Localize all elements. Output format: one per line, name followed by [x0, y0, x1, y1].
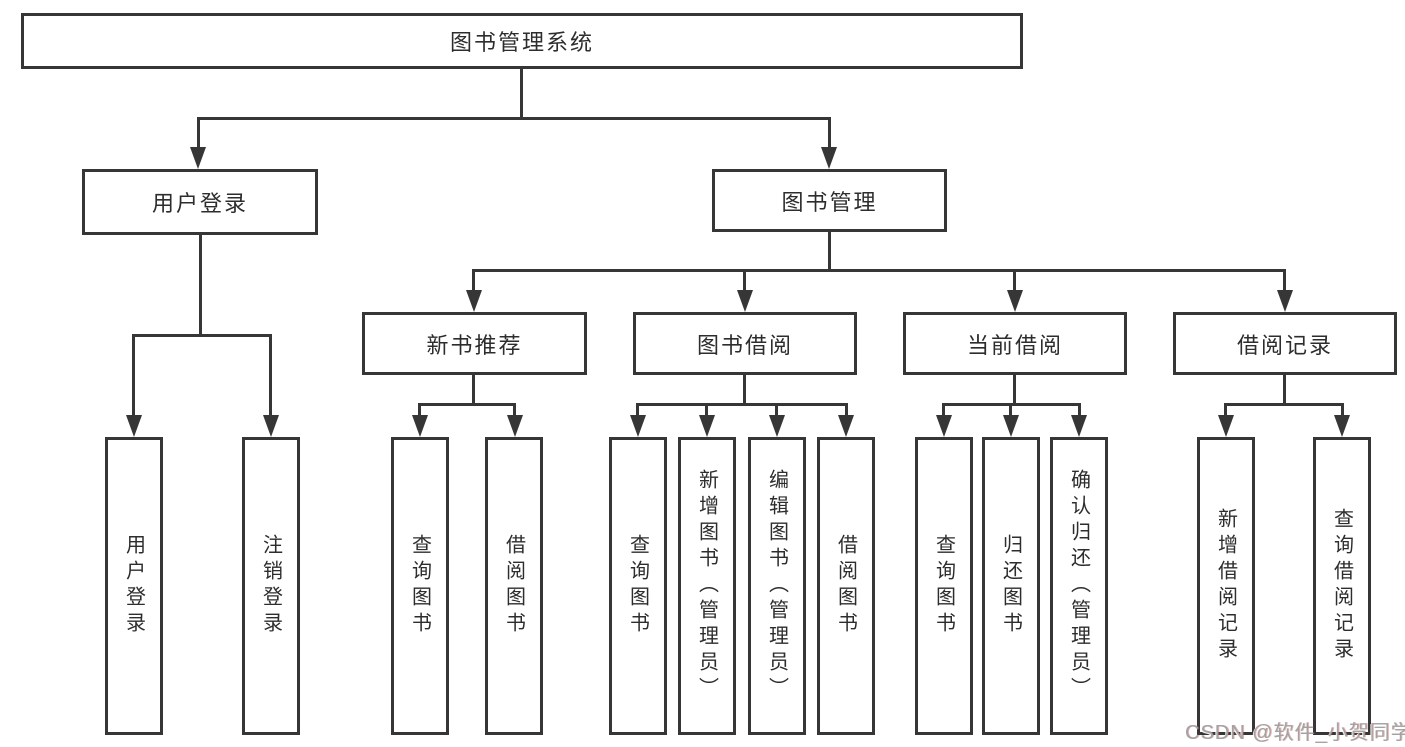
connector-stem: [472, 375, 475, 406]
connector-shaft: [942, 403, 945, 417]
leaf-query-books-recommend: 查询图书: [391, 437, 449, 735]
leaf-query-books-current: 查询图书: [915, 437, 973, 735]
connector-shaft: [269, 334, 272, 417]
leaf-confirm-return-admin: 确认归还（管理员）: [1050, 437, 1108, 735]
connector-shaft: [472, 269, 475, 292]
leaf-label: 新增图书（管理员）: [695, 469, 718, 703]
leaf-query-borrow-record: 查询借阅记录: [1313, 437, 1371, 735]
connector-user-login-stem: [199, 235, 202, 337]
connector-shaft: [1224, 403, 1227, 417]
node-book-borrow: 图书借阅: [633, 312, 857, 375]
arrow-down-icon: [1218, 415, 1234, 437]
connector-shaft: [1283, 269, 1286, 292]
leaf-label: 查询借阅记录: [1330, 508, 1353, 664]
arrow-down-icon: [1334, 415, 1350, 437]
connector-shaft-user-login: [197, 117, 200, 150]
leaf-return-books: 归还图书: [982, 437, 1040, 735]
leaf-borrow-books-recommend: 借阅图书: [485, 437, 543, 735]
connector-shaft: [132, 334, 135, 417]
arrow-down-icon: [699, 415, 715, 437]
csdn-watermark: CSDN @软件_小贺同学: [1185, 722, 1405, 744]
connector-stem: [1283, 375, 1286, 406]
leaf-label: 借阅图书: [502, 534, 525, 638]
node-label: 图书管理: [781, 189, 878, 215]
node-root-library-system: 图书管理系统: [21, 13, 1023, 69]
leaf-label: 借阅图书: [834, 534, 857, 638]
leaf-label: 查询图书: [932, 534, 955, 638]
connector-stem: [743, 375, 746, 406]
connector-shaft: [775, 403, 778, 417]
leaf-label: 用户登录: [122, 534, 145, 638]
arrow-down-icon: [1071, 415, 1087, 437]
arrow-down-icon: [507, 415, 523, 437]
connector-root-stem: [520, 69, 523, 118]
leaf-label: 编辑图书（管理员）: [765, 469, 788, 703]
leaf-label: 新增借阅记录: [1214, 508, 1237, 664]
connector-rail: [418, 403, 516, 406]
leaf-label: 查询图书: [626, 534, 649, 638]
leaf-add-borrow-record: 新增借阅记录: [1197, 437, 1255, 735]
arrow-down-icon: [126, 415, 142, 437]
node-borrow-records: 借阅记录: [1173, 312, 1397, 375]
connector-shaft: [743, 269, 746, 292]
arrow-down-icon: [737, 290, 753, 312]
leaf-label: 归还图书: [999, 534, 1022, 638]
node-label: 用户登录: [151, 191, 248, 216]
arrow-down-icon: [821, 147, 837, 169]
connector-user-login-rail: [132, 334, 272, 337]
connector-shaft: [418, 403, 421, 417]
connector-shaft: [1013, 269, 1016, 292]
node-label: 当前借阅: [966, 332, 1063, 358]
connector-rail: [1224, 403, 1344, 406]
arrow-down-icon: [1277, 290, 1293, 312]
node-label: 图书管理系统: [449, 30, 594, 55]
leaf-query-books-borrow: 查询图书: [609, 437, 667, 735]
leaf-borrow-books: 借阅图书: [817, 437, 875, 735]
node-user-login: 用户登录: [82, 169, 318, 235]
node-book-management: 图书管理: [712, 169, 947, 232]
connector-stem: [1013, 375, 1016, 406]
arrow-down-icon: [630, 415, 646, 437]
connector-shaft: [1009, 403, 1012, 417]
connector-shaft: [513, 403, 516, 417]
leaf-label: 确认归还（管理员）: [1067, 469, 1090, 703]
connector-shaft: [1341, 403, 1344, 417]
connector-rail: [636, 403, 848, 406]
node-current-borrow: 当前借阅: [903, 312, 1127, 375]
node-label: 借阅记录: [1236, 332, 1333, 358]
arrow-down-icon: [1003, 415, 1019, 437]
arrow-down-icon: [190, 147, 206, 169]
node-new-book-recommend: 新书推荐: [362, 312, 587, 375]
leaf-user-login: 用户登录: [105, 437, 163, 735]
arrow-down-icon: [838, 415, 854, 437]
connector-shaft: [636, 403, 639, 417]
arrow-down-icon: [1007, 290, 1023, 312]
connector-shaft-book-management: [828, 117, 831, 150]
node-label: 图书借阅: [696, 332, 793, 358]
leaf-add-books-admin: 新增图书（管理员）: [678, 437, 736, 735]
leaf-logout: 注销登录: [242, 437, 300, 735]
leaf-edit-books-admin: 编辑图书（管理员）: [748, 437, 806, 735]
arrow-down-icon: [466, 290, 482, 312]
connector-level3-rail: [472, 269, 1286, 272]
arrow-down-icon: [769, 415, 785, 437]
connector-shaft: [1078, 403, 1081, 417]
arrow-down-icon: [412, 415, 428, 437]
leaf-label: 查询图书: [408, 534, 431, 638]
connector-shaft: [705, 403, 708, 417]
leaf-label: 注销登录: [259, 534, 282, 638]
connector-shaft: [845, 403, 848, 417]
arrow-down-icon: [936, 415, 952, 437]
arrow-down-icon: [263, 415, 279, 437]
connector-level1-rail: [197, 117, 831, 120]
node-label: 新书推荐: [426, 332, 523, 358]
connector-book-management-stem: [828, 232, 831, 272]
